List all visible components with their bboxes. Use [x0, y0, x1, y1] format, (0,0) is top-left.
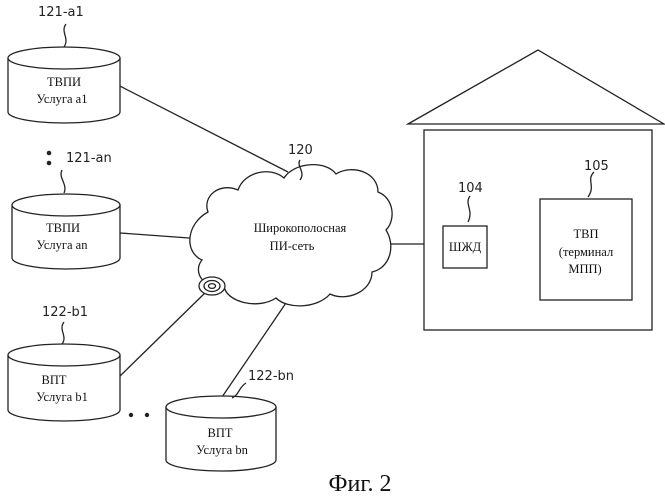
router-icon: [199, 277, 225, 295]
ellipsis-dot: [129, 413, 133, 417]
leader-an: [61, 170, 65, 193]
terminal-line3: МПП): [568, 262, 601, 276]
ellipsis-dot: [47, 161, 52, 166]
link-b1-network: [118, 290, 208, 378]
server-a1-service: Услуга a1: [37, 92, 88, 106]
server-b1-ref: 122-b1: [42, 305, 88, 320]
server-b1: 122-b1 ВПТ Услуга b1: [8, 305, 120, 421]
server-b1-service: Услуга b1: [36, 390, 88, 404]
ellipsis-dot: [145, 413, 149, 417]
gateway-label: ШЖД: [449, 240, 482, 254]
server-an-ref: 121-an: [66, 151, 112, 166]
network-line1: Широкополосная: [254, 221, 347, 235]
server-bn-type: ВПТ: [208, 426, 233, 440]
terminal-ref: 105: [584, 159, 609, 174]
leader-a1: [64, 24, 66, 47]
network-ref: 120: [288, 143, 313, 158]
server-a1-ref: 121-a1: [38, 5, 84, 20]
server-an-service: Услуга an: [37, 238, 89, 252]
server-a1-type: ТВПИ: [47, 75, 81, 89]
server-a1: 121-a1 ТВПИ Услуга a1: [8, 5, 120, 123]
gateway-ref: 104: [458, 181, 483, 196]
network-cloud: 120 Широкополосная ПИ-сеть: [190, 143, 392, 306]
network-line2: ПИ-сеть: [270, 239, 315, 253]
server-bn-ref: 122-bn: [248, 369, 294, 384]
terminal-line2: (терминал: [559, 245, 613, 259]
server-b1-type: ВПТ: [42, 373, 67, 387]
leader-b1: [62, 322, 64, 344]
terminal-line1: ТВП: [574, 227, 599, 241]
home-roof: [408, 50, 664, 124]
link-bn-network: [220, 300, 288, 400]
server-an-type: ТВПИ: [46, 221, 80, 235]
figure-caption: Фиг. 2: [329, 471, 392, 497]
server-an: 121-an ТВПИ Услуга an: [12, 151, 120, 269]
link-a1-network: [112, 82, 288, 172]
server-bn-service: Услуга bn: [196, 443, 248, 457]
ellipsis-dot: [47, 151, 52, 156]
